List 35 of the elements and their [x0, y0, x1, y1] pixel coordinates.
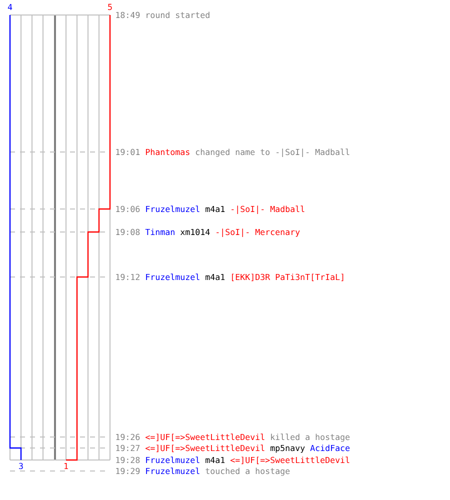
event-text: touched a hostage: [206, 468, 290, 476]
event-text: changed name to -|SoI|- Madball: [196, 148, 350, 157]
player-name: [EKK]D3R PaTi3nT[TrIaL]: [232, 274, 344, 282]
weapon-name: m4a1: [206, 206, 225, 212]
team-count: 3: [19, 462, 23, 470]
weapon-name: mp5navy: [270, 444, 305, 453]
timestamp: 19:28: [116, 456, 140, 464]
timestamp: 19:06: [116, 206, 140, 212]
timestamp: 19:01: [116, 148, 140, 156]
player-name: Fruzelmuzel: [146, 468, 200, 474]
player-name: Fruzelmuzel: [146, 274, 200, 280]
timestamp: 19:27: [116, 444, 140, 452]
player-name: <=]UF[=>SweetLittleDevil: [146, 434, 264, 442]
player-name: <=]UF[=>SweetLittleDevil: [146, 444, 264, 452]
team-count: 4: [8, 4, 12, 10]
player-name: Fruzelmuzel: [146, 456, 200, 464]
player-name: Tinman: [145, 228, 174, 236]
weapon-name: xm1014: [180, 228, 210, 236]
timestamp: 19:12: [116, 274, 140, 280]
team-count: 1: [64, 462, 68, 470]
weapon-name: m4a1: [206, 456, 225, 464]
player-name: AcidFace: [310, 444, 350, 452]
event-text: killed a hostage: [271, 434, 350, 442]
timestamp: 18:49: [116, 12, 140, 18]
weapon-name: m4a1: [206, 274, 225, 280]
player-name: Phantomas: [146, 148, 190, 156]
timestamp: 19:08: [116, 228, 140, 236]
player-name: Fruzelmuzel: [146, 206, 200, 212]
player-name: -|SoI|- Mercenary: [216, 228, 300, 237]
player-name: -|SoI|- Madball: [232, 206, 304, 214]
player-name: <=]UF[=>SweetLittleDevil: [230, 456, 350, 464]
timestamp: 19:29: [116, 468, 140, 474]
timestamp: 19:26: [116, 434, 140, 440]
event-text: round started: [146, 12, 210, 18]
team-count: 5: [108, 4, 112, 10]
